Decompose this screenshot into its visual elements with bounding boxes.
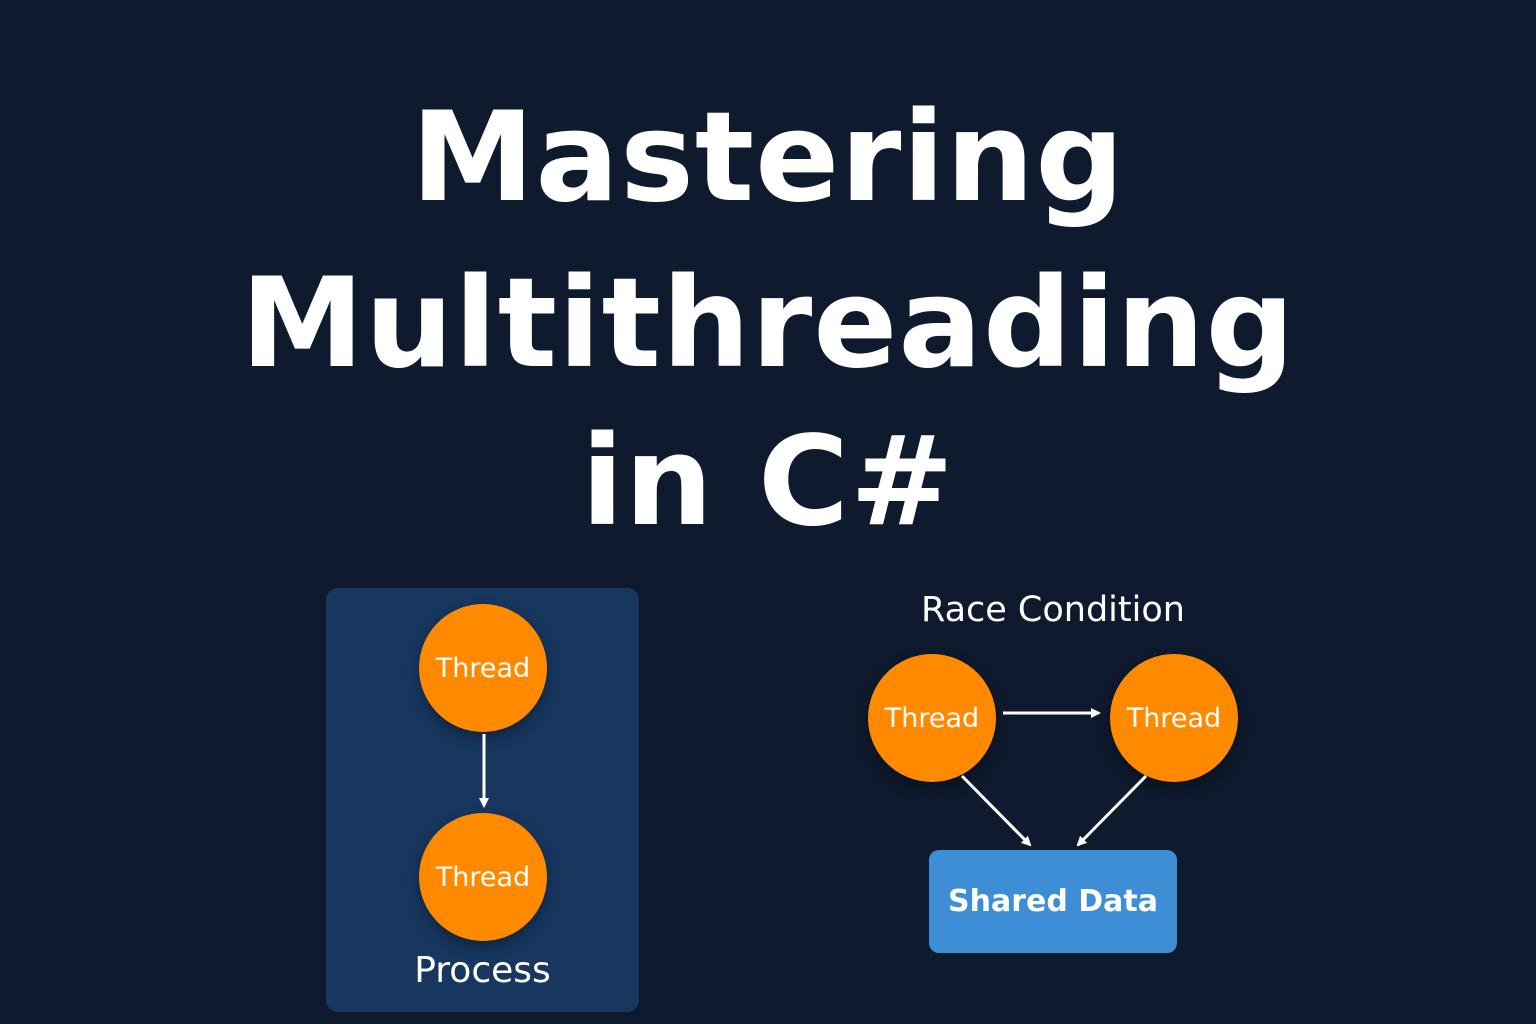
process-thread-label-top: Thread [435, 652, 531, 684]
title-line-1: Mastering [411, 86, 1125, 230]
process-thread-node-top: Thread [419, 604, 547, 732]
race-thread-node-left: Thread [868, 654, 996, 782]
race-thread-node-right: Thread [1110, 654, 1238, 782]
arrow-race-right-to-shared [1076, 774, 1148, 847]
race-thread-label-right: Thread [1126, 702, 1222, 734]
race-thread-label-left: Thread [884, 702, 980, 734]
process-label: Process [414, 950, 551, 991]
shared-data-label: Shared Data [948, 884, 1158, 919]
title-line-3: in C# [581, 410, 955, 554]
arrow-race-left-to-shared [960, 774, 1032, 847]
process-thread-node-bottom: Thread [419, 813, 547, 941]
process-thread-label-bottom: Thread [435, 861, 531, 893]
race-condition-title: Race Condition [921, 590, 1185, 630]
shared-data-box: Shared Data [929, 850, 1177, 953]
title-line-2: Multithreading [240, 252, 1296, 396]
